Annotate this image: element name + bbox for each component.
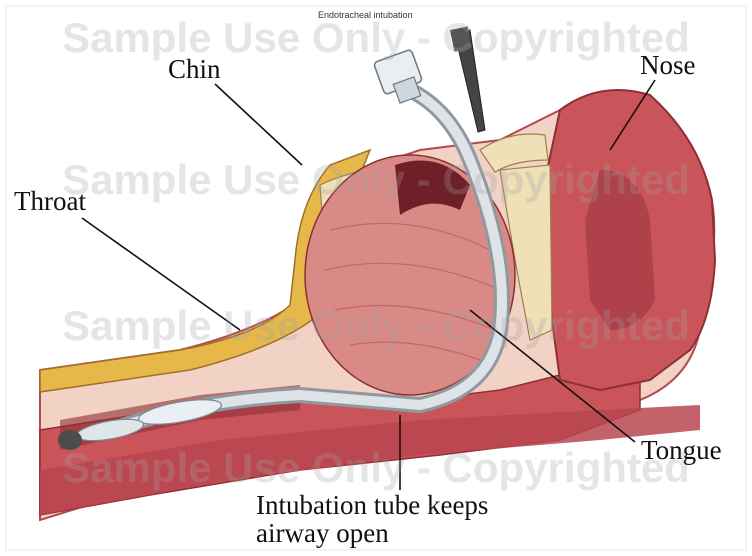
label-nose: Nose bbox=[640, 52, 696, 79]
label-tongue: Tongue bbox=[641, 437, 722, 464]
label-intubation-tube-line2: airway open bbox=[256, 520, 389, 547]
figure-title: Endotracheal intubation bbox=[318, 10, 413, 20]
label-throat: Throat bbox=[14, 188, 86, 215]
label-intubation-tube-line1: Intubation tube keeps bbox=[256, 492, 488, 519]
label-chin: Chin bbox=[168, 56, 221, 83]
